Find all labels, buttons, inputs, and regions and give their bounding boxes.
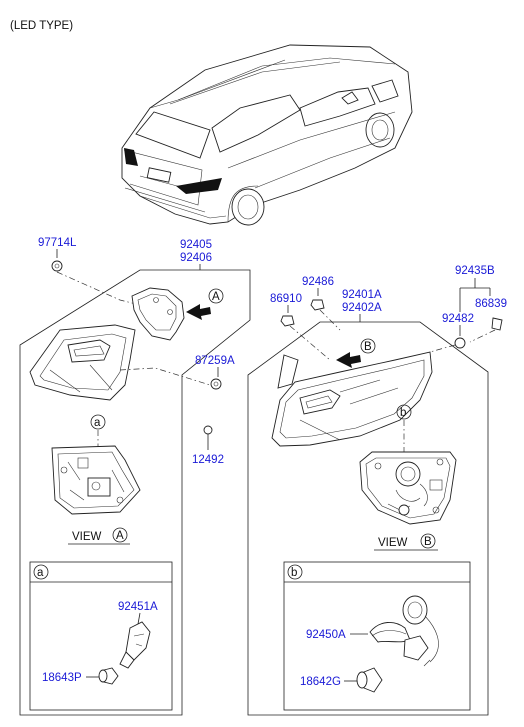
view-b-caption: VIEW: [378, 537, 408, 549]
callout-b-circle: [396, 404, 412, 420]
callout-b-letter: b: [400, 407, 406, 419]
view-b-marker-top: [360, 338, 376, 354]
part-number-97714L[interactable]: 97714L: [38, 237, 77, 249]
view-a-housing: [51, 445, 141, 515]
part-number-87259A[interactable]: 87259A: [195, 355, 235, 367]
detail-box-b: [283, 561, 471, 711]
part-number-92451A[interactable]: 92451A: [118, 601, 158, 613]
socket-92451A: [119, 621, 151, 669]
gasket-part: [131, 287, 185, 341]
detail-box-b-letter: b: [291, 567, 297, 579]
part-number-92435B[interactable]: 92435B: [455, 265, 495, 277]
bulb-18643P: [98, 667, 119, 685]
view-arrow-right: [336, 352, 361, 368]
tail-lamp-outer-right: [271, 351, 433, 447]
part-number-86839[interactable]: 86839: [475, 298, 507, 310]
led-type-note: (LED TYPE): [10, 20, 73, 32]
right-assembly-outline: [247, 321, 489, 716]
clip-86910: [280, 315, 295, 327]
part-number-18643P[interactable]: 18643P: [42, 672, 82, 684]
socket-harness-92450A: [369, 595, 439, 667]
part-number-92406[interactable]: 92406: [180, 252, 212, 264]
nut-87259A: [210, 378, 222, 390]
view-arrow-left: [186, 304, 211, 320]
view-a-marker-bottom: [112, 527, 128, 543]
vehicle-illustration: [121, 44, 413, 226]
part-number-12492[interactable]: 12492: [192, 454, 224, 466]
detail-box-a: [29, 561, 173, 711]
nut-92486: [310, 299, 325, 311]
part-number-86910[interactable]: 86910: [270, 293, 302, 305]
view-b-letter-top: B: [364, 341, 372, 353]
detail-box-a-letter: a: [37, 567, 44, 579]
view-b-housing: [359, 451, 457, 525]
part-number-92486[interactable]: 92486: [302, 276, 334, 288]
view-b-marker-bottom: [420, 533, 436, 549]
part-number-92450A[interactable]: 92450A: [306, 629, 346, 641]
bulb-18642G: [356, 667, 383, 693]
part-number-92402A[interactable]: 92402A: [342, 302, 382, 314]
callout-a-circle: [90, 414, 106, 430]
part-number-18642G[interactable]: 18642G: [300, 676, 341, 688]
view-a-letter-top: A: [212, 291, 220, 303]
view-b-letter-bottom: B: [424, 536, 432, 548]
cap-92482: [454, 337, 466, 349]
view-a-caption: VIEW: [72, 531, 102, 543]
part-number-92405[interactable]: 92405: [180, 239, 212, 251]
screw-86839: [491, 317, 503, 331]
left-assembly-outline: [19, 269, 251, 716]
view-a-letter-bottom: A: [116, 530, 124, 542]
part-number-92482[interactable]: 92482: [442, 313, 474, 325]
callout-a-letter: a: [94, 417, 101, 429]
part-number-92401A[interactable]: 92401A: [342, 289, 382, 301]
tail-lamp-inner-left: [29, 324, 136, 401]
screw-12492: [203, 425, 213, 450]
view-a-marker-top: [208, 288, 224, 304]
nut-97714L: [51, 260, 63, 272]
